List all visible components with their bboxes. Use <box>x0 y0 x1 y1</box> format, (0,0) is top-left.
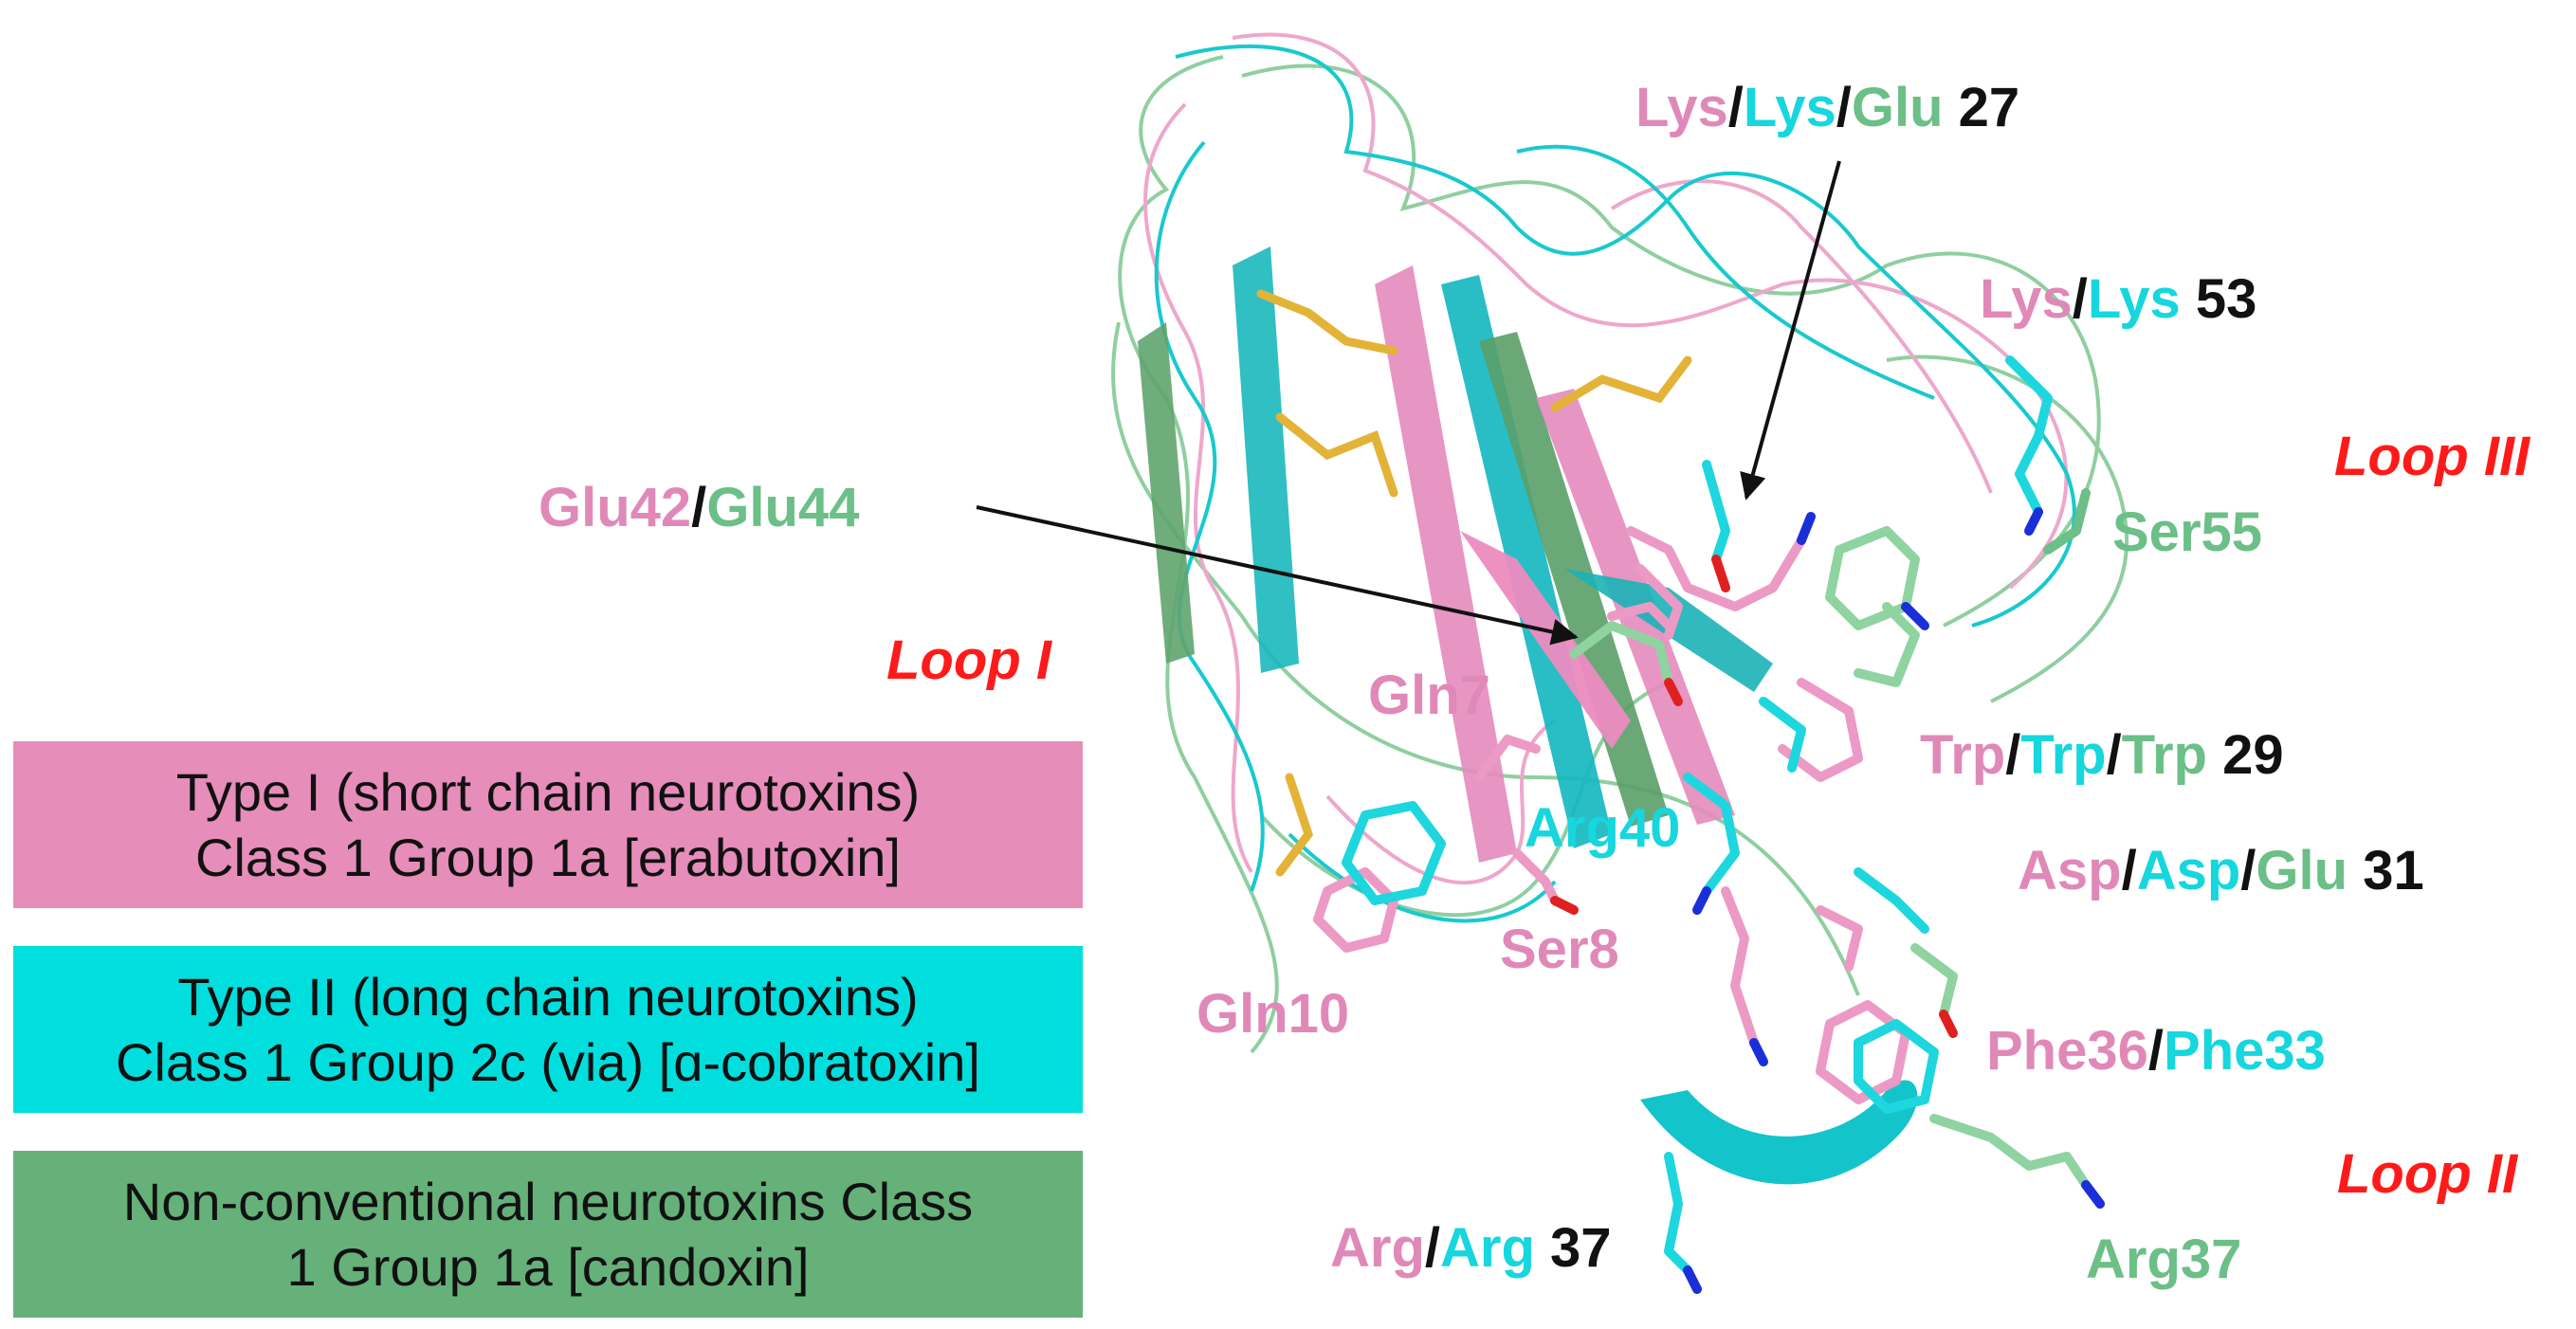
legend-type-ii-line2: Class 1 Group 2c (via) [ɑ-cobratoxin] <box>116 1032 980 1092</box>
label-ser8: Ser8 <box>1500 919 1619 980</box>
label-arg40: Arg40 <box>1525 797 1681 859</box>
disulfide-bonds <box>1256 289 1692 877</box>
legend-type-ii-line1: Type II (long chain neurotoxins) <box>177 966 919 1027</box>
label-arg37-a: Arg <box>1330 1217 1425 1279</box>
label-glu42: Glu42/Glu44 <box>539 481 859 536</box>
loop-iii-label: Loop III <box>2334 426 2530 487</box>
arrow-glu42 <box>976 505 1579 646</box>
label-lys53-num: 53 <box>2195 268 2257 330</box>
arrow-lys27 <box>1740 160 1841 501</box>
loop-ii-ribbon <box>1640 1080 1918 1185</box>
legend-nonconventional-line1: Non-conventional neurotoxins Class <box>122 1171 974 1231</box>
label-lys27-num: 27 <box>1958 77 2020 138</box>
label-lys53-b: Lys <box>2087 268 2181 330</box>
label-trp29-c: Trp <box>2121 724 2207 786</box>
label-glu42-b: Glu44 <box>706 477 860 538</box>
label-lys27-c: Glu <box>1851 77 1944 138</box>
separator: / <box>691 477 707 538</box>
label-arg37: Arg/Arg 37 <box>1330 1221 1612 1276</box>
label-phe36: Phe36/Phe33 <box>1986 1024 2326 1079</box>
label-asp31-c: Glu <box>2256 840 2348 901</box>
label-asp31-a: Asp <box>2018 840 2122 901</box>
legend-type-i: Type I (short chain neurotoxins) Class 1… <box>13 741 1083 908</box>
legend-nonconventional-line2: 1 Group 1a [candoxin] <box>286 1237 810 1297</box>
label-asp31-b: Asp <box>2136 840 2241 901</box>
separator: / <box>2121 840 2137 901</box>
side-chain-sticks <box>1313 355 2091 1275</box>
label-asp31: Asp/Asp/Glu 31 <box>2018 844 2424 899</box>
legend-type-ii: Type II (long chain neurotoxins) Class 1… <box>13 946 1083 1113</box>
label-ser55: Ser55 <box>2112 501 2263 563</box>
loop-i-label: Loop I <box>886 629 1051 691</box>
label-gln7: Gln7 <box>1368 664 1490 726</box>
label-asp31-num: 31 <box>2363 840 2424 901</box>
separator: / <box>2005 724 2021 786</box>
label-arg37-num: 37 <box>1550 1217 1612 1279</box>
label-phe36-b: Phe33 <box>2164 1020 2326 1082</box>
separator: / <box>2106 724 2122 786</box>
separator: / <box>2147 1020 2165 1082</box>
label-lys27: Lys/Lys/Glu 27 <box>1635 81 2019 136</box>
separator: / <box>2240 840 2256 901</box>
label-lys53: Lys/Lys 53 <box>1980 272 2256 327</box>
label-arg37-b: Arg <box>1440 1217 1535 1279</box>
separator: / <box>2072 268 2088 330</box>
atom-tips <box>1550 507 2105 1294</box>
label-trp29-b: Trp <box>2020 724 2107 786</box>
label-phe36-a: Phe36 <box>1986 1020 2148 1082</box>
legend-nonconventional: Non-conventional neurotoxins Class 1 Gro… <box>13 1151 1083 1318</box>
loop-ii-label: Loop II <box>2337 1143 2518 1205</box>
label-trp29-a: Trp <box>1920 724 2006 786</box>
separator: / <box>1836 77 1852 138</box>
legend-type-i-line1: Type I (short chain neurotoxins) <box>175 761 921 822</box>
label-glu42-a: Glu42 <box>539 477 692 538</box>
label-arg37-candoxin: Arg37 <box>2086 1229 2242 1290</box>
cobratoxin-backbone <box>1154 44 2076 923</box>
separator: / <box>1424 1217 1441 1279</box>
label-trp29-num: 29 <box>2222 724 2284 786</box>
legend-type-i-line2: Class 1 Group 1a [erabutoxin] <box>195 828 901 887</box>
label-gln10: Gln10 <box>1197 983 1350 1045</box>
label-lys27-b: Lys <box>1743 77 1836 138</box>
label-lys27-a: Lys <box>1635 77 1728 138</box>
label-trp29: Trp/Trp/Trp 29 <box>1920 728 2284 783</box>
label-lys53-a: Lys <box>1980 268 2073 330</box>
separator: / <box>1727 77 1744 138</box>
